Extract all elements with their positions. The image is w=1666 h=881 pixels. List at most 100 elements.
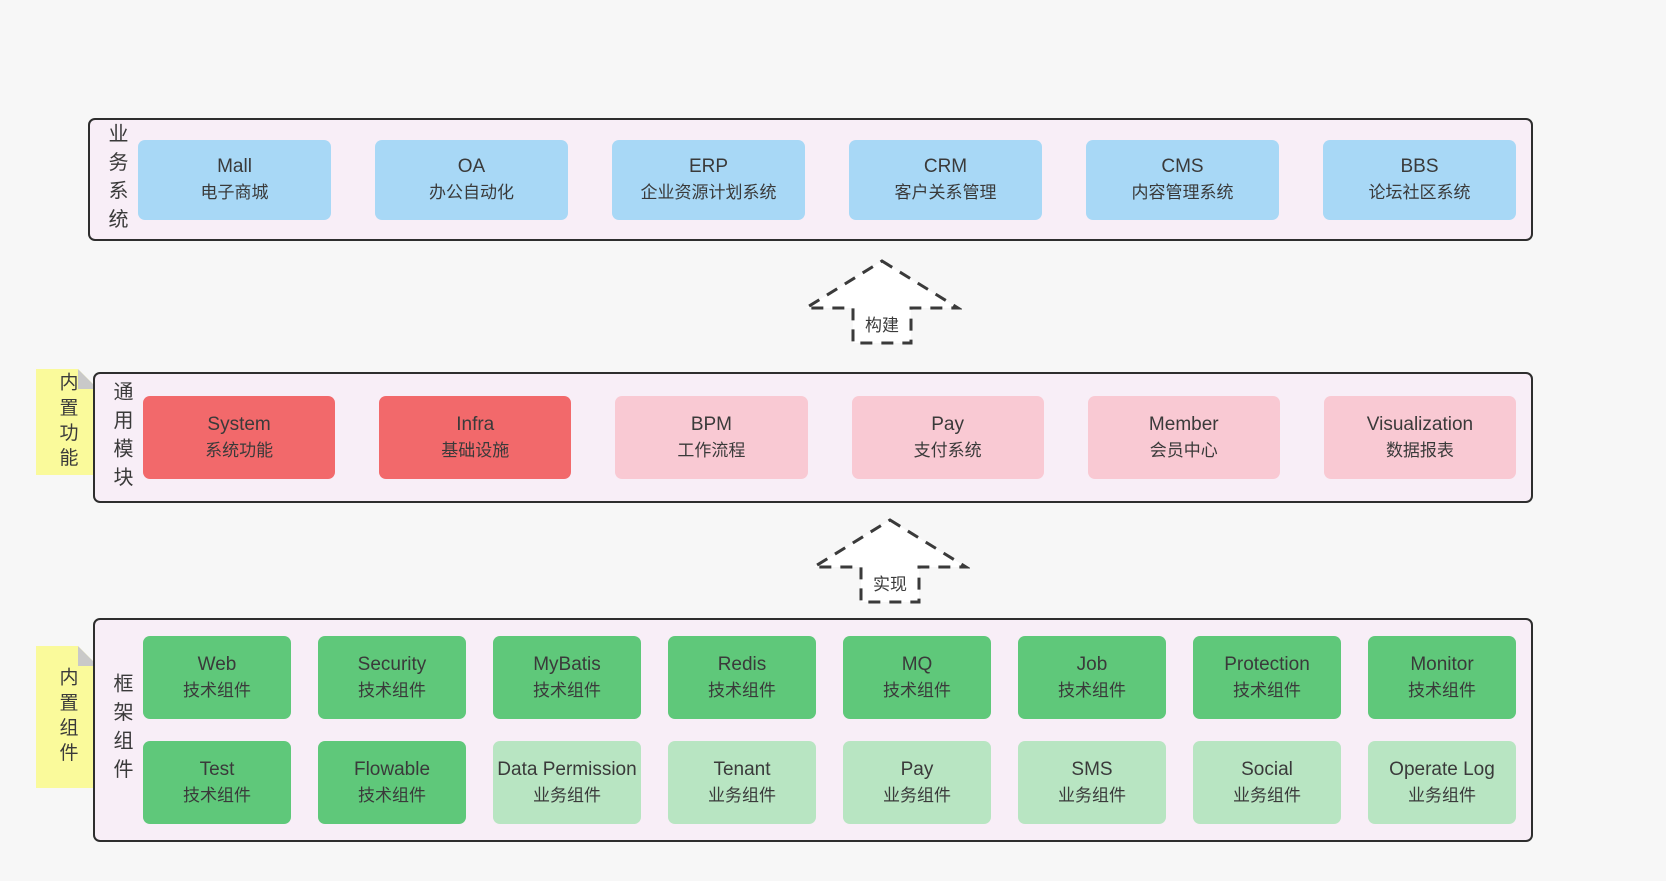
component-subtitle: 工作流程 [677,440,746,460]
framework-components-side-label: 框架组件 [110,673,132,787]
component-subtitle: 技术组件 [1233,680,1301,700]
component-title: Social [1241,758,1293,780]
sticky-note-builtin-components: 内置组件 [36,646,98,788]
component-box-web: Web 技术组件 [143,636,291,719]
component-box-social: Social 业务组件 [1193,741,1341,824]
component-subtitle: 技术组件 [708,680,776,700]
component-box-cms: CMS 内容管理系统 [1086,139,1279,220]
component-title: Pay [931,413,964,435]
component-title: Mall [217,155,252,177]
business-systems-side-label: 业务系统 [105,122,127,237]
component-box-crm: CRM 客户关系管理 [849,139,1042,220]
component-box-data-permission: Data Permission 业务组件 [493,741,641,824]
business-systems-box-row: Mall 电子商城 OA 办公自动化 ERP 企业资源计划系统 CRM 客户关系管理 CMS 内容… [138,139,1516,220]
component-title: Protection [1224,653,1310,675]
component-subtitle: 业务组件 [883,785,951,805]
component-title: Tenant [713,758,771,780]
component-subtitle: 企业资源计划系统 [640,182,777,202]
build-arrow: 构建 [802,258,962,346]
component-title: Redis [717,653,767,675]
sticky-note-builtin-features: 内置功能 [36,369,98,475]
component-box-pay: Pay 支付系统 [851,396,1044,479]
component-subtitle: 技术组件 [1058,680,1126,700]
component-subtitle: 技术组件 [1408,680,1476,700]
component-box-member: Member 会员中心 [1087,396,1280,479]
component-box-system: System 系统功能 [143,396,336,479]
component-title: Web [197,653,237,675]
business-systems-layer: 业务系统 Mall 电子商城 OA 办公自动化 ERP 企业资源计划系统 CRM 客户关系管理… [88,118,1533,241]
component-subtitle: 内容管理系统 [1131,182,1234,202]
component-subtitle: 客户关系管理 [894,182,997,202]
component-title: Monitor [1410,653,1474,675]
component-subtitle: 业务组件 [1058,785,1126,805]
component-title: System [207,413,271,435]
component-title: Member [1148,413,1219,435]
component-box-security: Security 技术组件 [318,636,466,719]
component-title: Flowable [353,758,431,780]
component-subtitle: 支付系统 [913,440,982,460]
component-subtitle: 技术组件 [358,680,426,700]
component-box-infra: Infra 基础设施 [379,396,572,479]
component-title: Test [199,758,235,780]
component-subtitle: 论坛社区系统 [1368,182,1471,202]
component-title: MyBatis [533,653,601,675]
component-subtitle: 技术组件 [183,785,251,805]
common-modules-side-label: 通用模块 [110,380,132,495]
implement-arrow: 实现 [810,517,970,605]
component-title: Infra [456,413,495,435]
component-title: CRM [923,155,968,177]
component-box-monitor: Monitor 技术组件 [1368,636,1516,719]
sticky-note-text: 内置组件 [56,666,78,768]
component-subtitle: 业务组件 [1408,785,1476,805]
component-box-visualization: Visualization 数据报表 [1323,396,1517,479]
component-box-mall: Mall 电子商城 [138,139,331,220]
component-box-mybatis: MyBatis 技术组件 [493,636,641,719]
component-title: SMS [1071,758,1113,780]
component-subtitle: 数据报表 [1385,440,1454,460]
component-box-oa: OA 办公自动化 [375,139,568,220]
common-modules-box-row: System 系统功能 Infra 基础设施 BPM 工作流程 Pay 支付系统 Member 会… [143,396,1517,479]
component-title: CMS [1161,155,1204,177]
component-subtitle: 系统功能 [205,440,274,460]
component-box-redis: Redis 技术组件 [668,636,816,719]
component-box-pay: Pay 业务组件 [843,741,991,824]
component-title: Visualization [1366,413,1474,435]
sticky-note-text: 内置功能 [56,371,78,473]
component-box-flowable: Flowable 技术组件 [318,741,466,824]
component-title: MQ [901,653,933,675]
component-box-tenant: Tenant 业务组件 [668,741,816,824]
component-title: BPM [690,413,733,435]
component-title: Pay [900,758,934,780]
component-subtitle: 电子商城 [200,182,269,202]
dashed-up-arrow-icon [802,259,962,345]
component-title: Security [357,653,427,675]
dashed-up-arrow-icon [810,518,970,604]
component-box-erp: ERP 企业资源计划系统 [612,139,805,220]
component-subtitle: 技术组件 [358,785,426,805]
component-title: Data Permission [497,758,637,780]
component-box-protection: Protection 技术组件 [1193,636,1341,719]
component-subtitle: 会员中心 [1149,440,1218,460]
component-subtitle: 办公自动化 [429,182,514,202]
component-box-test: Test 技术组件 [143,741,291,824]
component-title: ERP [688,155,729,177]
component-box-bpm: BPM 工作流程 [615,396,808,479]
component-subtitle: 技术组件 [883,680,951,700]
component-subtitle: 业务组件 [708,785,776,805]
component-subtitle: 业务组件 [533,785,601,805]
component-box-sms: SMS 业务组件 [1018,741,1166,824]
component-box-mq: MQ 技术组件 [843,636,991,719]
component-subtitle: 基础设施 [441,440,510,460]
component-title: OA [457,155,486,177]
component-subtitle: 技术组件 [183,680,251,700]
component-subtitle: 技术组件 [533,680,601,700]
common-modules-layer: 通用模块 System 系统功能 Infra 基础设施 BPM 工作流程 Pay 支付系统 Me… [93,372,1533,503]
component-subtitle: 业务组件 [1233,785,1301,805]
implement-arrow-label: 实现 [871,570,909,595]
